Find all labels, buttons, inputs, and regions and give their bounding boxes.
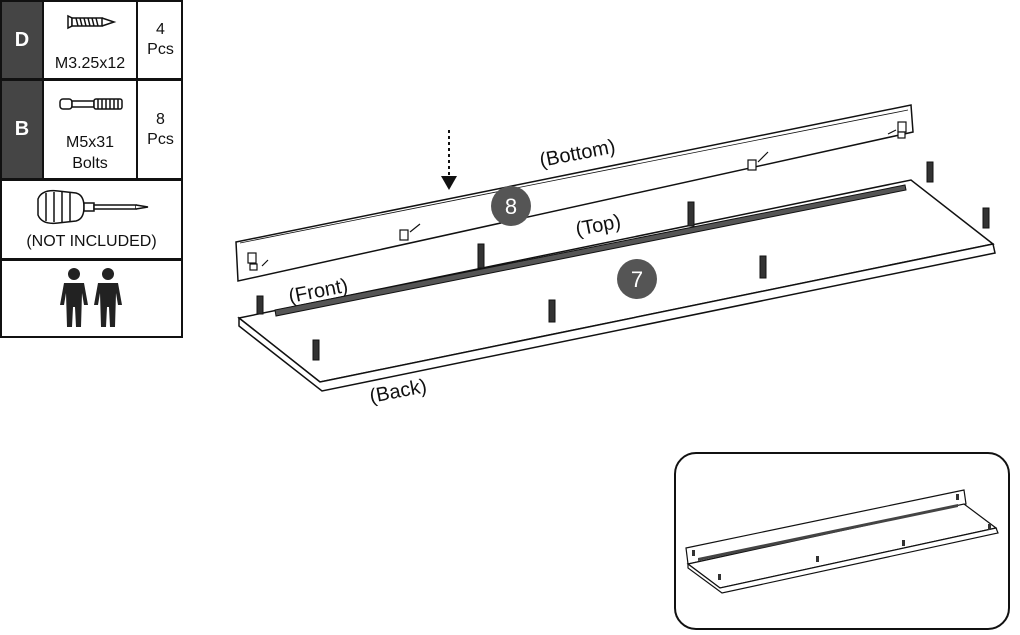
bolt-icon [59,98,123,110]
screwdriver-icon [37,189,149,225]
people-row [0,259,183,338]
label-top: (Top) [574,211,623,241]
part-name-b-line1: M5x31 [65,134,115,151]
qty-unit: Pcs [147,130,174,148]
part-name-b-line2: Bolts [72,155,108,172]
part-cell-screw: M3.25x12 [42,2,138,78]
part-letter-d: D [2,2,42,78]
part-cell-bolt: M5x31 Bolts [42,81,138,178]
screw-icon [67,14,117,30]
panel-7-number: 7 [631,267,643,292]
two-people-icon [60,268,122,327]
bolt-group [256,161,990,361]
assembled-inset [674,452,1010,630]
part-qty-d: 4 Pcs [138,2,183,78]
down-arrow [441,130,457,190]
qty-number: 8 [156,110,165,128]
assembled-shelf-drawing [685,489,999,594]
part-name-d: M3.25x12 [54,55,126,72]
qty-number: 4 [156,21,165,38]
tool-row: (NOT INCLUDED) [0,179,183,260]
part-qty-b: 8 Pcs [138,81,183,178]
panel-8-badge: 8 [491,186,531,226]
tool-not-included-label: (NOT INCLUDED) [26,233,157,250]
panel-7-badge: 7 [617,259,657,299]
cam-lock-group [247,121,907,271]
panel-8-number: 8 [505,194,517,219]
panel-7 [237,179,996,392]
part-row-d: D M3.25x12 4 Pcs [0,0,183,80]
part-letter-b: B [2,81,42,178]
qty-unit: Pcs [147,41,174,58]
groove-rail [274,184,907,317]
